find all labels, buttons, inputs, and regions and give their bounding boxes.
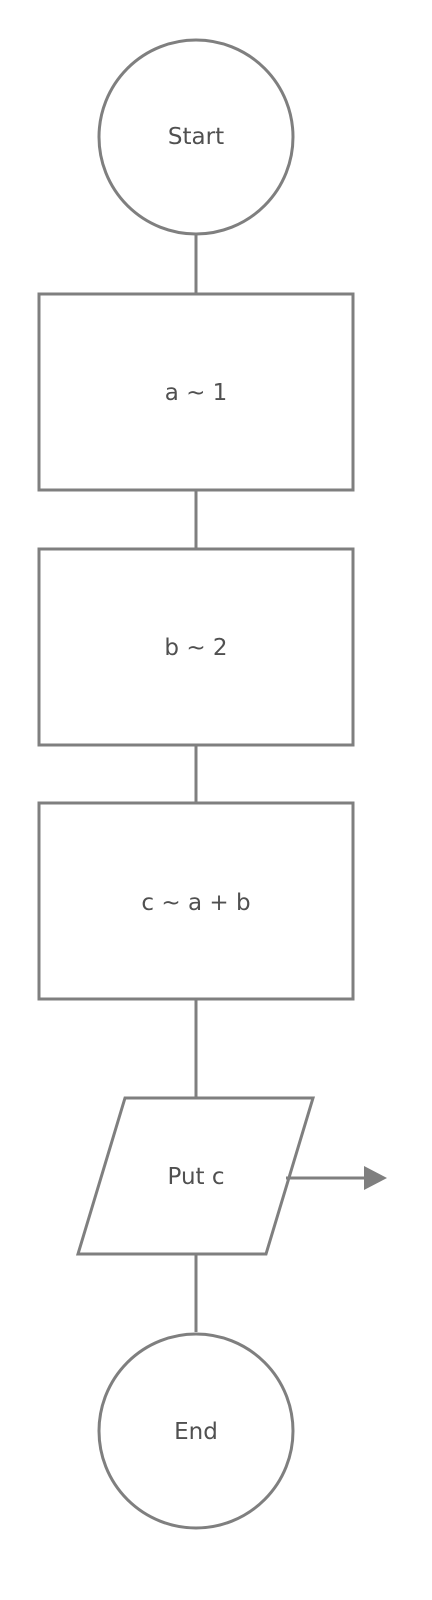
output-arrowhead bbox=[364, 1166, 387, 1190]
output-label: Put c bbox=[167, 1164, 224, 1190]
process-box-c bbox=[37, 801, 355, 1001]
process-label-c: c ~ a + b bbox=[141, 890, 250, 916]
process-node-b: b ~ 2 bbox=[37, 547, 355, 747]
process-node-a: a ~ 1 bbox=[37, 292, 355, 492]
start-label: Start bbox=[168, 124, 224, 150]
process-node-c: c ~ a + b bbox=[37, 801, 355, 1001]
start-circle bbox=[97, 38, 295, 236]
process-box-a bbox=[37, 292, 355, 492]
output-node: Put c bbox=[75, 1096, 387, 1256]
end-node: End bbox=[97, 1332, 295, 1530]
start-node: Start bbox=[97, 38, 295, 236]
process-label-b: b ~ 2 bbox=[164, 635, 227, 661]
output-parallelogram bbox=[75, 1096, 316, 1256]
process-label-a: a ~ 1 bbox=[165, 380, 228, 406]
end-circle bbox=[97, 1332, 295, 1530]
process-box-b bbox=[37, 547, 355, 747]
end-label: End bbox=[174, 1419, 218, 1445]
